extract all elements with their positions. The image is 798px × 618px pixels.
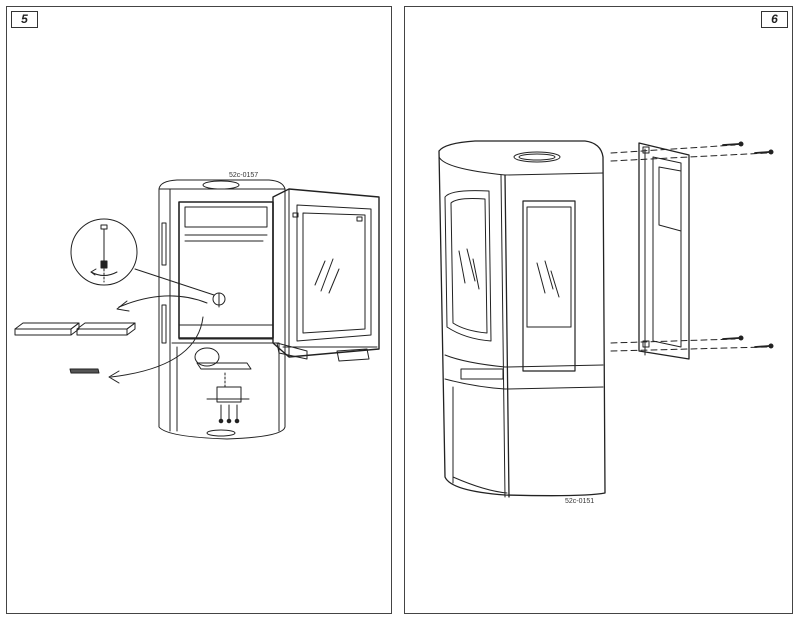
- removed-bricks: [14, 295, 208, 384]
- step-panel-6: 6 52c-0151: [404, 6, 793, 614]
- stove-body: [438, 140, 606, 498]
- reference-code-label: 52c-0151: [565, 498, 594, 505]
- step-number-badge: 6: [761, 11, 788, 28]
- reference-code-label: 52c-0157: [229, 172, 258, 179]
- side-panel-mounting-illustration: 52c-0151: [438, 140, 774, 505]
- step-number-badge: 5: [11, 11, 38, 28]
- side-panel: [638, 142, 690, 360]
- mounting-screws: [610, 141, 774, 352]
- step-panel-5: 5 52c-0157: [6, 6, 392, 614]
- open-door: [272, 188, 380, 362]
- stove-door-removal-illustration: 52c-0157: [14, 172, 380, 440]
- stove-body: [158, 179, 286, 440]
- hinge-pin-detail: [70, 218, 226, 308]
